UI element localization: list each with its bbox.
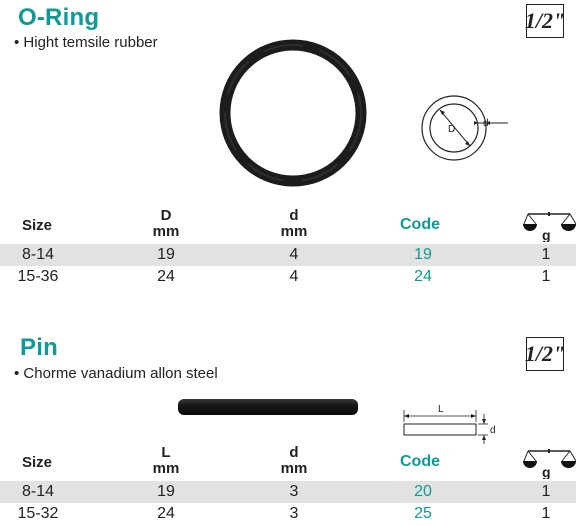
fraction-badge-label: 1/2" — [524, 341, 566, 366]
cell-size: 15-32 — [17, 505, 59, 522]
pin-diagram: L d — [403, 404, 496, 444]
cell-diameter: 3 — [289, 483, 299, 500]
cell-length: 19 — [157, 483, 175, 500]
diagram-label-d: d — [490, 425, 496, 436]
header-size: Size — [22, 217, 53, 234]
header-col1: D mm — [126, 208, 206, 240]
cell-weight: 1 — [541, 483, 551, 500]
fraction-badge: 1/2" — [524, 4, 566, 38]
header-col1: L mm — [126, 445, 206, 477]
pin-photo — [178, 399, 358, 415]
cell-d-inner: 4 — [289, 268, 299, 285]
fraction-badge: 1/2" — [524, 337, 566, 371]
cell-size: 15-36 — [17, 268, 59, 285]
header-col1-unit: mm — [152, 223, 180, 240]
scale-icon: g — [523, 212, 576, 242]
o-ring-photo — [219, 39, 367, 187]
section-title-oring: O-Ring — [18, 4, 100, 31]
cell-code: 20 — [414, 483, 432, 500]
cell-length: 24 — [157, 505, 175, 522]
section-title-pin: Pin — [20, 334, 58, 361]
header-col2: d mm — [254, 445, 334, 477]
scale-unit: g — [542, 464, 551, 479]
table-row: 15-32 24 3 25 1 — [0, 503, 576, 525]
header-col2-top: d — [289, 444, 299, 461]
table-row: 8-14 19 3 20 1 — [0, 481, 576, 503]
header-code: Code — [400, 216, 440, 233]
header-size: Size — [22, 454, 53, 471]
cell-diameter: 3 — [289, 505, 299, 522]
header-code: Code — [400, 453, 440, 470]
cell-d-inner: 4 — [289, 246, 299, 263]
cell-d-outer: 24 — [157, 268, 175, 285]
table-row: 8-14 19 4 19 1 — [0, 244, 576, 266]
cell-code: 24 — [414, 268, 432, 285]
cell-weight: 1 — [541, 268, 551, 285]
diagram-label-d: d — [483, 118, 489, 129]
diagram-label-D: D — [448, 124, 455, 135]
cell-d-outer: 19 — [157, 246, 175, 263]
header-col1-unit: mm — [152, 460, 180, 477]
cell-code: 25 — [414, 505, 432, 522]
header-col2-top: d — [289, 207, 299, 224]
cell-size: 8-14 — [21, 246, 55, 263]
header-col1-top: L — [161, 444, 171, 461]
cell-weight: 1 — [541, 505, 551, 522]
cell-code: 19 — [414, 246, 432, 263]
header-col2-unit: mm — [280, 460, 308, 477]
scale-unit: g — [542, 227, 551, 242]
cell-weight: 1 — [541, 246, 551, 263]
section-description-oring: • Hight temsile rubber — [14, 34, 158, 51]
o-ring-diagram: D d — [421, 95, 508, 161]
section-description-pin: • Chorme vanadium allon steel — [14, 365, 218, 382]
cell-size: 8-14 — [21, 483, 55, 500]
table-row: 15-36 24 4 24 1 — [0, 266, 576, 288]
diagram-label-L: L — [438, 404, 444, 415]
scale-icon: g — [523, 449, 576, 479]
header-col2-unit: mm — [280, 223, 308, 240]
fraction-badge-label: 1/2" — [524, 8, 566, 33]
header-col1-top: D — [160, 207, 172, 224]
header-col2: d mm — [254, 208, 334, 240]
